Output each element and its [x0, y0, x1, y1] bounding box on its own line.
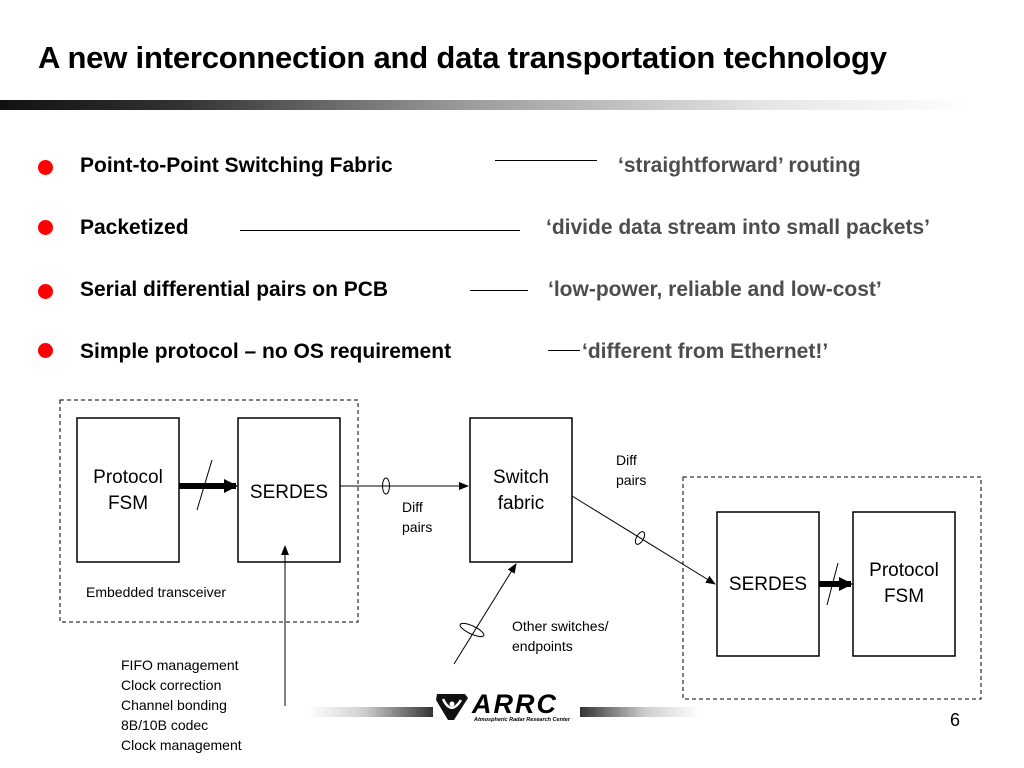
left-protocol-fsm-box — [76, 417, 180, 563]
bullet-4-text: Simple protocol – no OS requirement — [80, 340, 452, 363]
right-serdes-label: SERDES — [728, 574, 808, 595]
left-serdes-box — [237, 417, 341, 563]
arrc-logo: ARRC Atmospheric Radar Research Center — [434, 690, 576, 726]
bullet-point-icon — [38, 284, 53, 299]
bullet-1-text: Point-to-Point Switching Fabric — [80, 154, 393, 177]
list-item: Channel bonding — [121, 697, 227, 713]
logo-wordmark: ARRC — [472, 689, 558, 719]
list-item: 8B/10B codec — [121, 717, 209, 733]
right-protocol-fsm-label: Protocol FSM — [869, 560, 939, 607]
page-number: 6 — [950, 710, 961, 730]
other-switches-label: Other switches/ endpoints — [512, 618, 609, 654]
serdes-functions-list: FIFO management Clock correction Channel… — [121, 655, 242, 755]
diff-pair-marker — [459, 622, 485, 638]
bullet-3-connector — [470, 290, 528, 291]
bus-slash-mark — [826, 562, 839, 606]
bullet-point-icon — [38, 220, 53, 235]
diff-pair-marker — [634, 531, 646, 545]
bullet-2-note: ‘divide data stream into small packets’ — [546, 216, 930, 239]
title-divider-bar — [0, 100, 1024, 110]
footer-bar-left — [308, 707, 433, 717]
other-switches-arrow — [453, 563, 517, 665]
bus-slash-mark — [196, 459, 213, 511]
bullet-1-note: ‘straightforward’ routing — [618, 154, 861, 177]
bullet-4-note: ‘different from Ethernet!’ — [582, 340, 829, 363]
left-serdes-label: SERDES — [249, 482, 329, 503]
right-protocol-fsm-box — [852, 511, 956, 657]
bullet-point-icon — [38, 160, 53, 175]
bullet-4-connector — [548, 350, 580, 351]
bullet-1-connector — [495, 160, 597, 161]
slide-title: A new interconnection and data transport… — [38, 40, 887, 75]
remote-endpoint-region — [682, 476, 982, 700]
bullet-2-connector — [240, 230, 520, 231]
logo-subtitle: Atmospheric Radar Research Center — [474, 717, 570, 723]
diff-pairs-left-label: Diff pairs — [402, 499, 433, 535]
right-serdes-box — [716, 511, 820, 657]
diff-pair-marker — [382, 477, 390, 495]
embedded-transceiver-region — [59, 399, 359, 623]
bullet-2-text: Packetized — [80, 216, 189, 239]
list-item: Clock management — [121, 737, 242, 753]
bullet-point-icon — [38, 343, 53, 358]
switch-fabric-label: Switch fabric — [493, 467, 549, 514]
bullet-3-note: ‘low-power, reliable and low-cost’ — [548, 278, 882, 301]
embedded-transceiver-label: Embedded transceiver — [86, 584, 227, 600]
bullet-3-text: Serial differential pairs on PCB — [80, 278, 389, 301]
footer-bar-right — [580, 707, 700, 717]
left-protocol-fsm-label: Protocol FSM — [93, 467, 163, 514]
switch-fabric-box — [469, 417, 573, 563]
radar-dish-icon — [436, 694, 468, 720]
diff-pairs-right-label: Diff pairs — [616, 452, 647, 488]
switch-to-serdes-arrow — [571, 495, 716, 585]
list-item: Clock correction — [121, 677, 222, 693]
list-item: FIFO management — [121, 657, 239, 673]
